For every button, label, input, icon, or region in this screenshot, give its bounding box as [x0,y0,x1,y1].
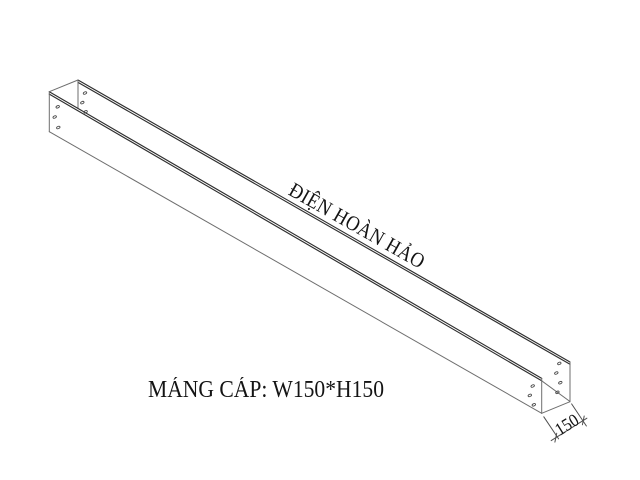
far-wall [77,79,571,403]
slot-hole [80,100,85,105]
slot-hole [555,390,560,395]
end-inner-corner-edge [541,380,571,402]
left-end-opening-edge [48,79,79,93]
far-wall-top-edge [77,79,571,363]
mounting-holes [52,91,563,407]
slot-hole [55,105,60,109]
slot-hole [527,393,532,398]
slot-hole [56,125,61,130]
end-bottom-edge [541,401,571,414]
dimension-extension-line [571,403,587,427]
slot-hole [557,361,562,366]
slot-hole [554,371,559,375]
near-wall-hem-edge [48,93,543,382]
product-caption: MÁNG CÁP: W150*H150 [148,377,385,403]
slot-hole [83,110,88,114]
slot-hole [82,91,88,95]
near-wall-bottom-edge [48,131,543,414]
dimension-line [550,417,588,442]
near-wall-top-edge [48,91,543,379]
far-wall-hem-edge [77,81,571,365]
right-end-section [541,380,571,414]
slot-hole [52,115,57,119]
slot-hole [558,380,563,385]
width-dimension [543,403,588,443]
near-wall [48,79,543,414]
slot-hole [530,384,535,388]
dimension-tick [554,432,558,443]
slot-hole [531,403,536,407]
dimension-tick [581,415,585,426]
